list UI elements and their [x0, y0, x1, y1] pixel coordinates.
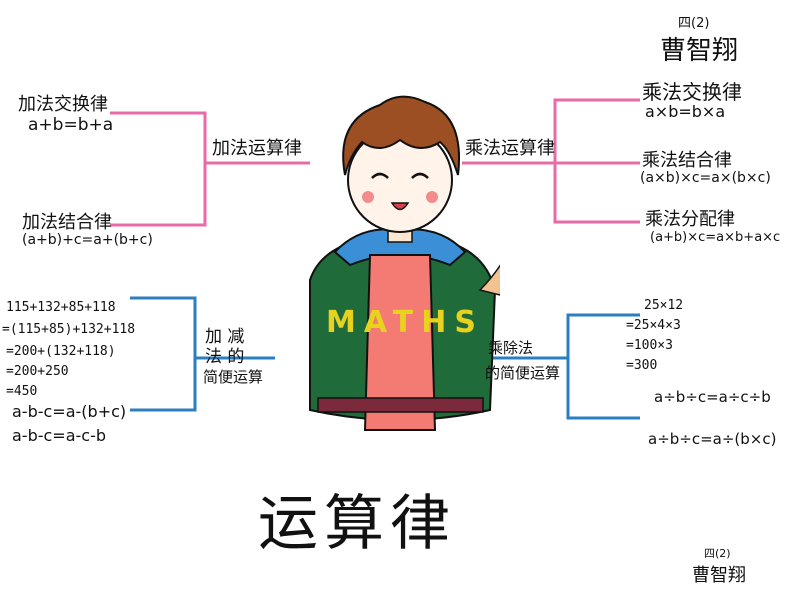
signature-class-label: 四(2): [704, 547, 731, 560]
left-cheek: [362, 191, 374, 203]
right-bottom-bracket: [566, 313, 640, 420]
shirt-text: MATHS: [326, 305, 484, 340]
right-top-item-3-formula: (a+b)×c=a×b+a×c: [650, 230, 781, 245]
left-bottom-line-1: 115+132+85+118: [6, 300, 116, 315]
right-bottom-line-4: =300: [626, 358, 658, 373]
right-bottom-line-2: =25×4×3: [626, 318, 681, 333]
left-top-bracket: [110, 111, 207, 227]
right-eye: [411, 172, 429, 179]
waistband: [317, 397, 484, 413]
raised-hand: [478, 264, 500, 296]
right-top-item-3-name: 乘法分配律: [645, 209, 735, 230]
left-top-item-1-name: 加法交换律: [18, 94, 108, 115]
right-top-node: 乘法运算律: [465, 138, 555, 159]
right-top-item-2-formula: (a×b)×c=a×(b×c): [640, 170, 771, 186]
header-class-label: 四(2): [678, 16, 710, 31]
left-top-node: 加法运算律: [212, 138, 302, 159]
right-top-item-1-name: 乘法交换律: [642, 80, 742, 104]
right-bottom-rule-1: a÷b÷c=a÷c÷b: [654, 388, 771, 406]
shirt: [363, 254, 437, 431]
right-bottom-node-line-1: 乘除法: [488, 339, 534, 357]
page-title: 运算律: [258, 489, 456, 559]
left-bottom-rule-2: a-b-c=a-c-b: [12, 426, 107, 445]
left-bottom-line-4: =200+250: [6, 364, 69, 379]
right-cheek: [426, 191, 438, 203]
right-bottom-node-line-2: 的简便运算: [485, 364, 561, 382]
left-bottom-node-line-3: 简便运算: [203, 368, 264, 386]
right-bottom-line-1: 25×12: [644, 298, 684, 313]
right-bottom-line-3: =100×3: [626, 338, 673, 353]
left-bottom-node-line-2: 法 的: [205, 347, 245, 367]
left-top-item-1-formula: a+b=b+a: [28, 115, 114, 135]
header-author: 曹智翔: [660, 36, 739, 66]
left-bottom-node-line-1: 加 减: [205, 327, 245, 347]
left-bottom-bracket: [130, 296, 197, 412]
right-bottom-rule-2: a÷b÷c=a÷(b×c): [648, 430, 777, 448]
mouth: [390, 202, 410, 211]
left-bottom-line-3: =200+(132+118): [6, 344, 116, 359]
right-top-bracket: [553, 98, 640, 224]
hair: [342, 95, 460, 176]
left-bottom-rule-1: a-b-c=a-(b+c): [12, 402, 127, 421]
left-bottom-line-2: =(115+85)+132+118: [2, 322, 136, 337]
boy-illustration: [309, 95, 500, 431]
right-top-item-1-formula: a×b=b×a: [645, 102, 726, 121]
left-top-item-2-formula: (a+b)+c=a+(b+c): [22, 232, 153, 248]
left-bottom-line-5: =450: [6, 384, 38, 399]
left-top-item-2-name: 加法结合律: [22, 212, 112, 233]
left-eye: [371, 172, 389, 179]
signature-name: 曹智翔: [692, 565, 746, 586]
right-top-item-2-name: 乘法结合律: [642, 150, 732, 171]
